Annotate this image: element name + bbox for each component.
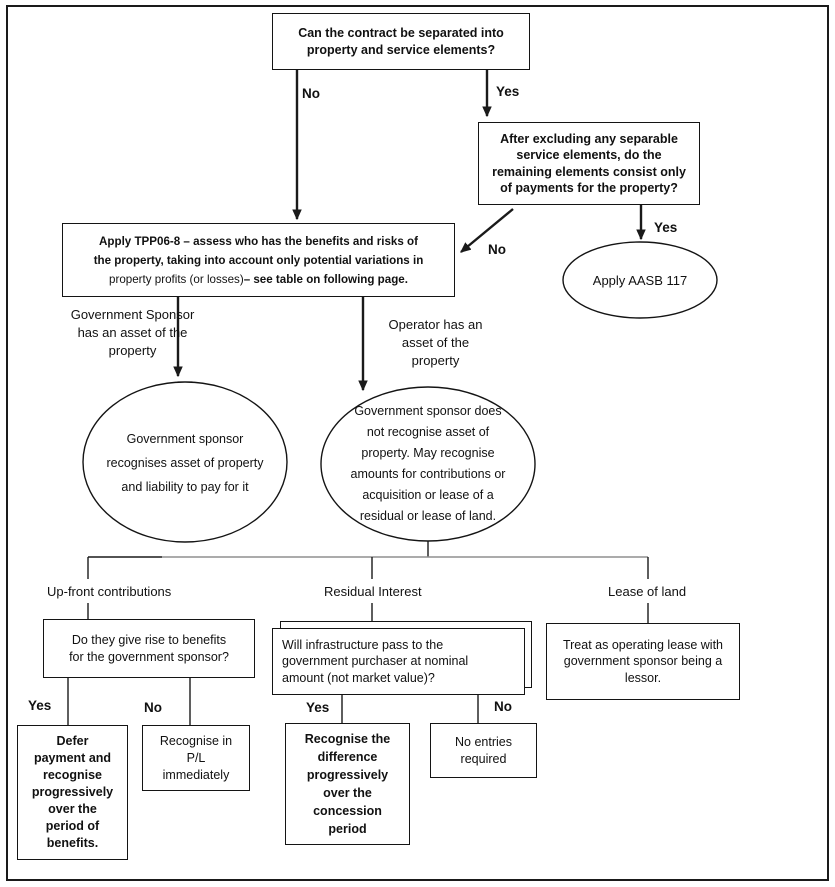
node-defer-payment: Defer payment and recognise progressivel… [17, 725, 128, 860]
label-remaining-no: No [488, 242, 506, 257]
node-can-contract-be-separated: Can the contract be separated into prope… [272, 13, 530, 70]
node-recognise-difference: Recognise the difference progressively o… [285, 723, 410, 845]
node-operating-lease: Treat as operating lease with government… [546, 623, 740, 700]
node-remaining-elements-question: After excluding any separable service el… [478, 122, 700, 205]
gov-not-recognise-ellipse [320, 386, 536, 542]
tpp-line3: property profits (or losses)– see table … [109, 270, 408, 289]
node-nominal-question: Will infrastructure pass to the governme… [272, 628, 525, 695]
label-nominal-yes: Yes [306, 700, 330, 715]
node-recognise-pl: Recognise in P/L immediately [142, 725, 250, 791]
aasb-ellipse-text: Apply AASB 117 [592, 272, 688, 288]
tpp-line1: Apply TPP06-8 – assess who has the benef… [99, 234, 418, 248]
label-sep-yes: Yes [496, 84, 520, 99]
label-operator-branch: Operator has an asset of the property [388, 317, 483, 368]
page-border [6, 5, 829, 881]
label-benefits-no: No [144, 700, 162, 715]
label-sep-no: No [302, 86, 320, 101]
label-lease-of-land: Lease of land [608, 584, 687, 599]
gov-recognises-text: Government sponsor recognises asset of p… [106, 432, 264, 494]
label-gov-sponsor-branch: Government Sponsor has an asset of the p… [70, 307, 195, 358]
gov-not-recognise-text: Government sponsor does not recognise as… [350, 404, 506, 523]
aasb-ellipse [562, 241, 718, 319]
label-residual-interest: Residual Interest [324, 584, 422, 599]
label-upfront-contributions: Up-front contributions [47, 584, 172, 599]
gov-recognises-ellipse [82, 381, 288, 543]
label-nominal-no: No [494, 699, 512, 714]
tpp-line3-regular: property profits (or losses) [109, 272, 244, 286]
label-remaining-yes: Yes [654, 220, 678, 235]
node-benefits-question: Do they give rise to benefits for the go… [43, 619, 255, 678]
tpp-line3-bold: – see table on following page. [243, 272, 408, 286]
tpp-line2: the property, taking into account only p… [93, 253, 424, 267]
node-apply-tpp06-8: Apply TPP06-8 – assess who has the benef… [62, 223, 455, 297]
label-benefits-yes: Yes [28, 698, 52, 713]
node-no-entries: No entries required [430, 723, 537, 778]
arrow-remaining-no-to-tpp [460, 208, 514, 253]
